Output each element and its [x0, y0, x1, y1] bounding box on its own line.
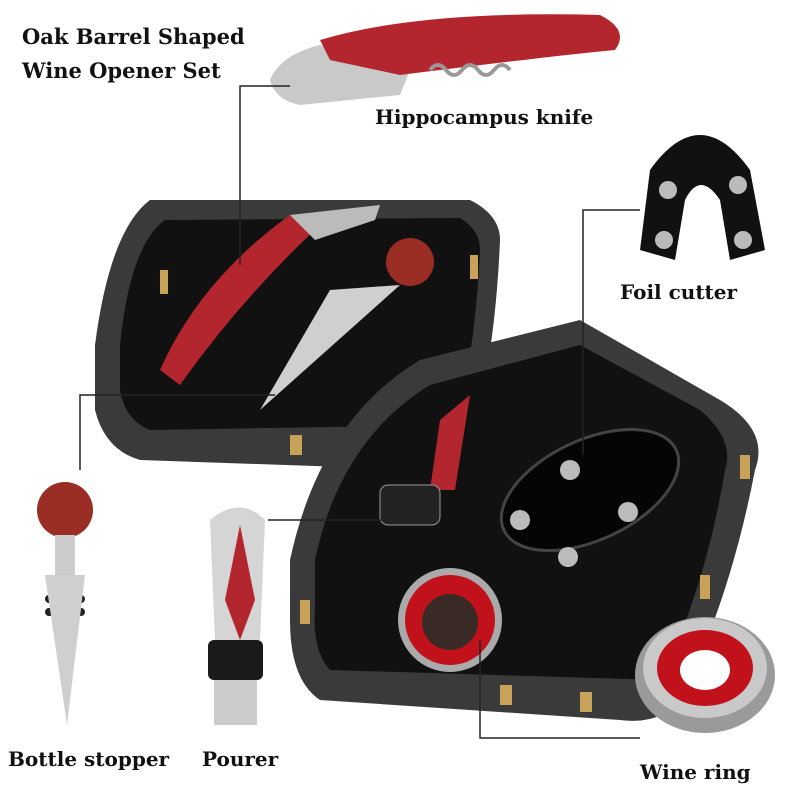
title-line-2: Wine Opener Set: [22, 58, 221, 83]
title-line-1: Oak Barrel Shaped: [22, 24, 245, 49]
leader-lines: [79, 85, 640, 739]
label-wine-ring: Wine ring: [640, 760, 751, 784]
pourer: [208, 507, 265, 725]
label-bottle-stopper: Bottle stopper: [8, 747, 170, 771]
foil-cutter: [640, 135, 765, 260]
product-title: Oak Barrel Shaped Wine Opener Set: [22, 20, 245, 88]
label-pourer: Pourer: [202, 747, 279, 771]
label-hippocampus-knife: Hippocampus knife: [375, 105, 594, 129]
label-foil-cutter: Foil cutter: [620, 280, 738, 304]
knife-in-case: [160, 215, 320, 385]
wine-ring: [635, 617, 775, 733]
hippocampus-knife: [270, 14, 620, 105]
bottle-stopper: [37, 482, 93, 725]
